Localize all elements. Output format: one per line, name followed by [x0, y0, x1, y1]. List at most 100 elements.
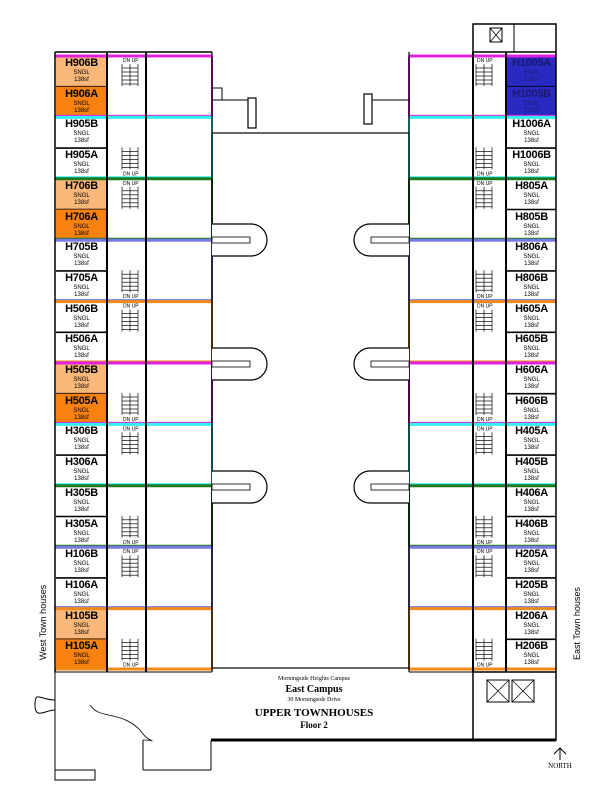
room-type: SNGL	[523, 346, 540, 353]
room-id: H406B	[515, 517, 548, 530]
ramp-rail	[370, 483, 410, 491]
stair-icon	[475, 147, 493, 170]
room-type: SNGL	[523, 530, 540, 537]
room-id: H905A	[65, 149, 98, 162]
ramp	[353, 347, 409, 381]
room-size: 138sf	[524, 506, 539, 513]
room-id: H405B	[515, 456, 548, 469]
room-id: H706B	[65, 179, 98, 192]
room-id: H1005B	[512, 87, 551, 100]
room-id: H205A	[515, 548, 548, 561]
elevator-2	[511, 679, 535, 703]
room-type: SNGL	[73, 254, 90, 261]
room-size: 138sf	[524, 291, 539, 298]
room-type: SNGL	[523, 469, 540, 476]
stair-icon	[121, 186, 139, 209]
room-size: 138sf	[524, 445, 539, 452]
stair-icon	[121, 515, 139, 538]
stair-label: DN UP	[123, 426, 139, 432]
stair-icon	[475, 638, 493, 661]
stair-label: DN UP	[477, 181, 493, 187]
room-id: H105B	[65, 609, 98, 622]
room-id: H306A	[65, 456, 98, 469]
stair-label: DN UP	[123, 663, 139, 669]
campus-name: East Campus	[285, 684, 343, 695]
courtyard-pillar-left	[247, 97, 257, 129]
room-fills	[56, 56, 556, 670]
room-id: H505B	[65, 364, 98, 376]
room-id: H906A	[65, 87, 98, 100]
room-size: 138sf	[74, 199, 89, 206]
ramp-rail	[211, 236, 251, 244]
room-fill	[56, 393, 107, 425]
room-size: 138sf	[74, 291, 89, 298]
room-fill	[56, 608, 107, 640]
room-size: 138sf	[74, 598, 89, 605]
elevator-1	[486, 679, 510, 703]
room-size: 138sf	[74, 230, 89, 237]
room-size: 138sf	[524, 414, 539, 421]
north-label: NORTH	[548, 762, 572, 770]
room-id: H1006A	[512, 118, 551, 131]
ramp	[353, 223, 409, 257]
stair-icon	[121, 555, 139, 578]
ramp	[212, 470, 268, 504]
elevator-x	[511, 679, 535, 703]
sw-path	[89, 704, 153, 742]
elevator-x	[486, 679, 510, 703]
room-type: SNGL	[523, 315, 540, 322]
room-fill	[56, 363, 107, 394]
room-id: H105A	[65, 640, 98, 653]
stair-icon	[121, 393, 139, 415]
room-id: H605B	[515, 333, 548, 346]
stair-icon	[475, 186, 493, 209]
room-id: H705B	[65, 241, 98, 254]
room-size: 138sf	[74, 568, 89, 575]
room-fill	[507, 86, 556, 118]
room-id: H506B	[65, 302, 98, 315]
stair-icon	[121, 64, 139, 86]
address: 30 Morningside Drive	[287, 697, 341, 703]
